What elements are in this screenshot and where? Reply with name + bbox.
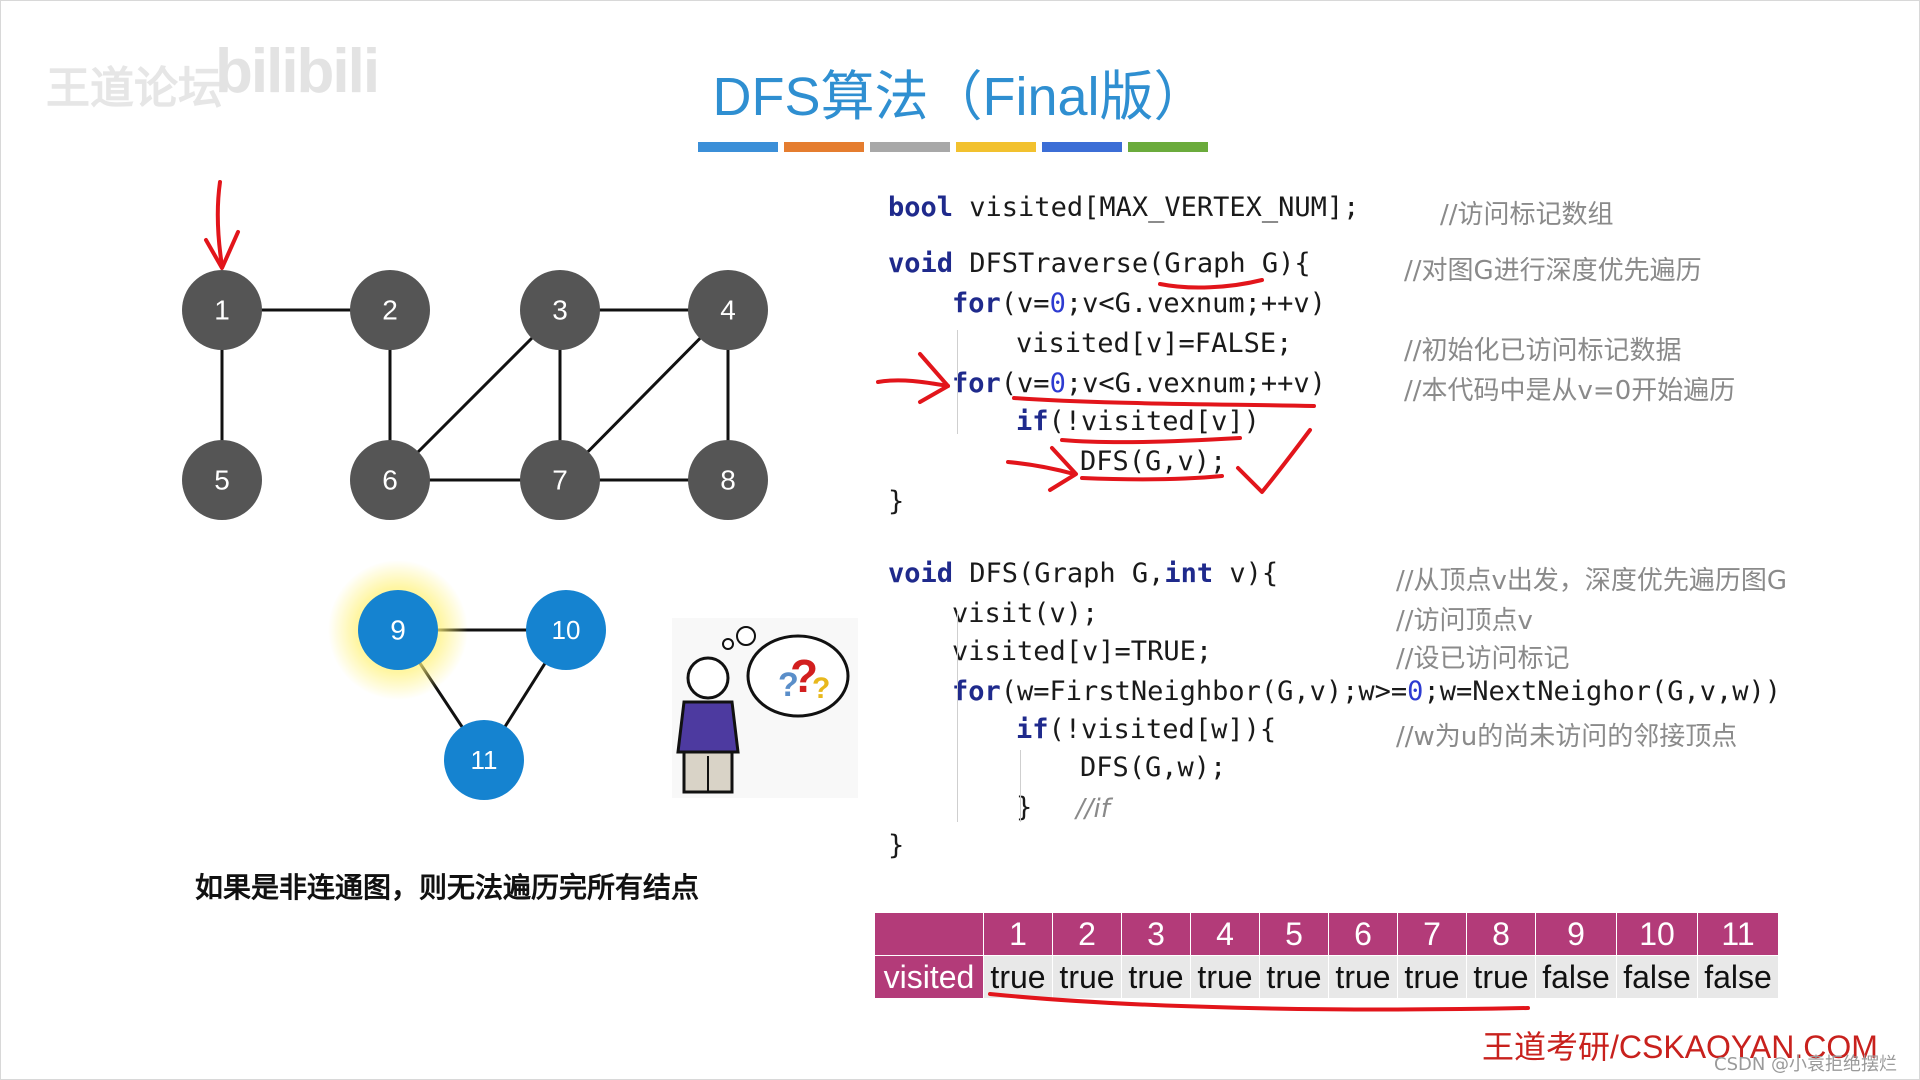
node-label: 10 — [552, 615, 581, 645]
watermark-forum: 王道论坛 — [46, 64, 222, 113]
table-row-label: visited — [874, 955, 984, 999]
graph-node — [182, 270, 262, 350]
code-line: } — [888, 486, 905, 517]
table-corner-cell — [874, 912, 984, 956]
graph-node — [358, 590, 438, 670]
visited-table-header-row: 1 2 3 4 5 6 7 8 9 10 11 — [874, 912, 1779, 956]
code-comment: //设已访问标记 — [1396, 644, 1570, 674]
footer-csdn-watermark: CSDN @小袁拒绝摆烂 — [1714, 1054, 1898, 1075]
table-header-cell: 11 — [1697, 912, 1779, 956]
color-bar-segment — [956, 142, 1036, 152]
code-comment: //初始化已访问标记数据 — [1404, 336, 1682, 366]
code-comment: //本代码中是从v=0开始遍历 — [1404, 376, 1736, 406]
code-comment: //w为u的尚未访问的邻接顶点 — [1396, 722, 1738, 752]
color-bar-segment — [698, 142, 778, 152]
table-header-cell: 6 — [1328, 912, 1398, 956]
color-bar-segment — [870, 142, 950, 152]
table-header-cell: 3 — [1121, 912, 1191, 956]
svg-text:?: ? — [812, 672, 830, 705]
table-value-cell: true — [983, 955, 1053, 999]
graph1-edges — [220, 308, 730, 482]
table-value-cell: true — [1121, 955, 1191, 999]
table-value-cell: true — [1466, 955, 1536, 999]
code-line: } — [1016, 792, 1033, 823]
node-label: 5 — [214, 465, 230, 496]
code-line: bool visited[MAX_VERTEX_NUM]; — [888, 192, 1360, 223]
code-line: DFS(G,w); — [1080, 752, 1227, 783]
table-value-cell: false — [1616, 955, 1698, 999]
graph-node — [688, 270, 768, 350]
code-line: if(!visited[w]){ — [1016, 714, 1277, 745]
code-line: DFS(G,v); — [1080, 446, 1227, 477]
table-value-cell: true — [1052, 955, 1122, 999]
graph-node — [182, 440, 262, 520]
table-value-cell: false — [1697, 955, 1779, 999]
node-label: 6 — [382, 465, 398, 496]
table-header-cell: 4 — [1190, 912, 1260, 956]
footer-brand: 王道考研/CSKAOYAN.COM — [1482, 1029, 1878, 1065]
table-header-cell: 7 — [1397, 912, 1467, 956]
graph1-nodes: 1 2 3 4 5 6 7 8 — [182, 270, 768, 520]
code-line: void DFSTraverse(Graph G){ — [888, 248, 1311, 279]
node-label: 8 — [720, 465, 736, 496]
indent-guide — [1020, 750, 1021, 822]
code-line: for(v=0;v<G.vexnum;++v) — [952, 288, 1326, 319]
code-line: visited[v]=TRUE; — [952, 636, 1213, 667]
code-comment: //对图G进行深度优先遍历 — [1404, 256, 1702, 286]
graph-node — [350, 440, 430, 520]
indent-guide — [957, 612, 958, 822]
code-line: if(!visited[v]) — [1016, 406, 1260, 437]
code-comment: //从顶点v出发，深度优先遍历图G — [1396, 566, 1788, 596]
caption-text: 如果是非连通图，则无法遍历完所有结点 — [195, 871, 700, 904]
graph-node — [520, 270, 600, 350]
code-line: visit(v); — [952, 598, 1099, 629]
node-label: 3 — [552, 295, 568, 326]
graph-node — [526, 590, 606, 670]
table-header-cell: 5 — [1259, 912, 1329, 956]
color-bar-segment — [1128, 142, 1208, 152]
svg-text:?: ? — [790, 650, 818, 702]
code-line: for(v=0;v<G.vexnum;++v) — [952, 368, 1326, 399]
table-value-cell: true — [1259, 955, 1329, 999]
graph-diagram: 1 2 3 4 5 6 7 8 9 10 11 ? ? ? — [182, 270, 858, 800]
table-header-cell: 2 — [1052, 912, 1122, 956]
code-line: visited[v]=FALSE; — [1016, 328, 1293, 359]
node-label: 2 — [382, 295, 398, 326]
graph-node — [520, 440, 600, 520]
table-header-cell: 10 — [1616, 912, 1698, 956]
code-line: for(w=FirstNeighbor(G,v);w>=0;w=NextNeig… — [952, 676, 1782, 707]
table-header-cell: 9 — [1535, 912, 1617, 956]
table-header-cell: 1 — [983, 912, 1053, 956]
indent-guide — [957, 330, 958, 434]
table-value-cell: false — [1535, 955, 1617, 999]
graph-node — [688, 440, 768, 520]
table-header-cell: 8 — [1466, 912, 1536, 956]
code-comment: //访问标记数组 — [1440, 200, 1614, 230]
node-label: 4 — [720, 295, 736, 326]
graph2-nodes: 9 10 11 — [358, 590, 606, 800]
visited-array-table: 1 2 3 4 5 6 7 8 9 10 11 visited true tru… — [874, 912, 1779, 999]
slide-title: DFS算法（Final版） — [712, 67, 1208, 127]
code-line: } — [888, 830, 905, 861]
node-label: 7 — [552, 465, 568, 496]
visited-table-value-row: visited true true true true true true tr… — [874, 955, 1779, 999]
table-value-cell: true — [1190, 955, 1260, 999]
color-bar-segment — [1042, 142, 1122, 152]
graph-node — [444, 720, 524, 800]
node-label: 1 — [214, 295, 230, 326]
edge-3-6 — [388, 308, 562, 482]
confused-person-illustration: ? ? ? — [672, 618, 858, 798]
code-line: void DFS(Graph G,int v){ — [888, 558, 1279, 589]
color-bar-segment — [784, 142, 864, 152]
table-value-cell: true — [1397, 955, 1467, 999]
code-comment: //访问顶点v — [1396, 606, 1533, 636]
code-comment: //if — [1076, 794, 1110, 824]
table-value-cell: true — [1328, 955, 1398, 999]
watermark-bilibili-logo: bilibili — [215, 37, 380, 106]
graph-node — [350, 270, 430, 350]
node-label: 11 — [471, 745, 498, 775]
node-label: 9 — [390, 615, 406, 646]
svg-text:?: ? — [778, 666, 799, 704]
